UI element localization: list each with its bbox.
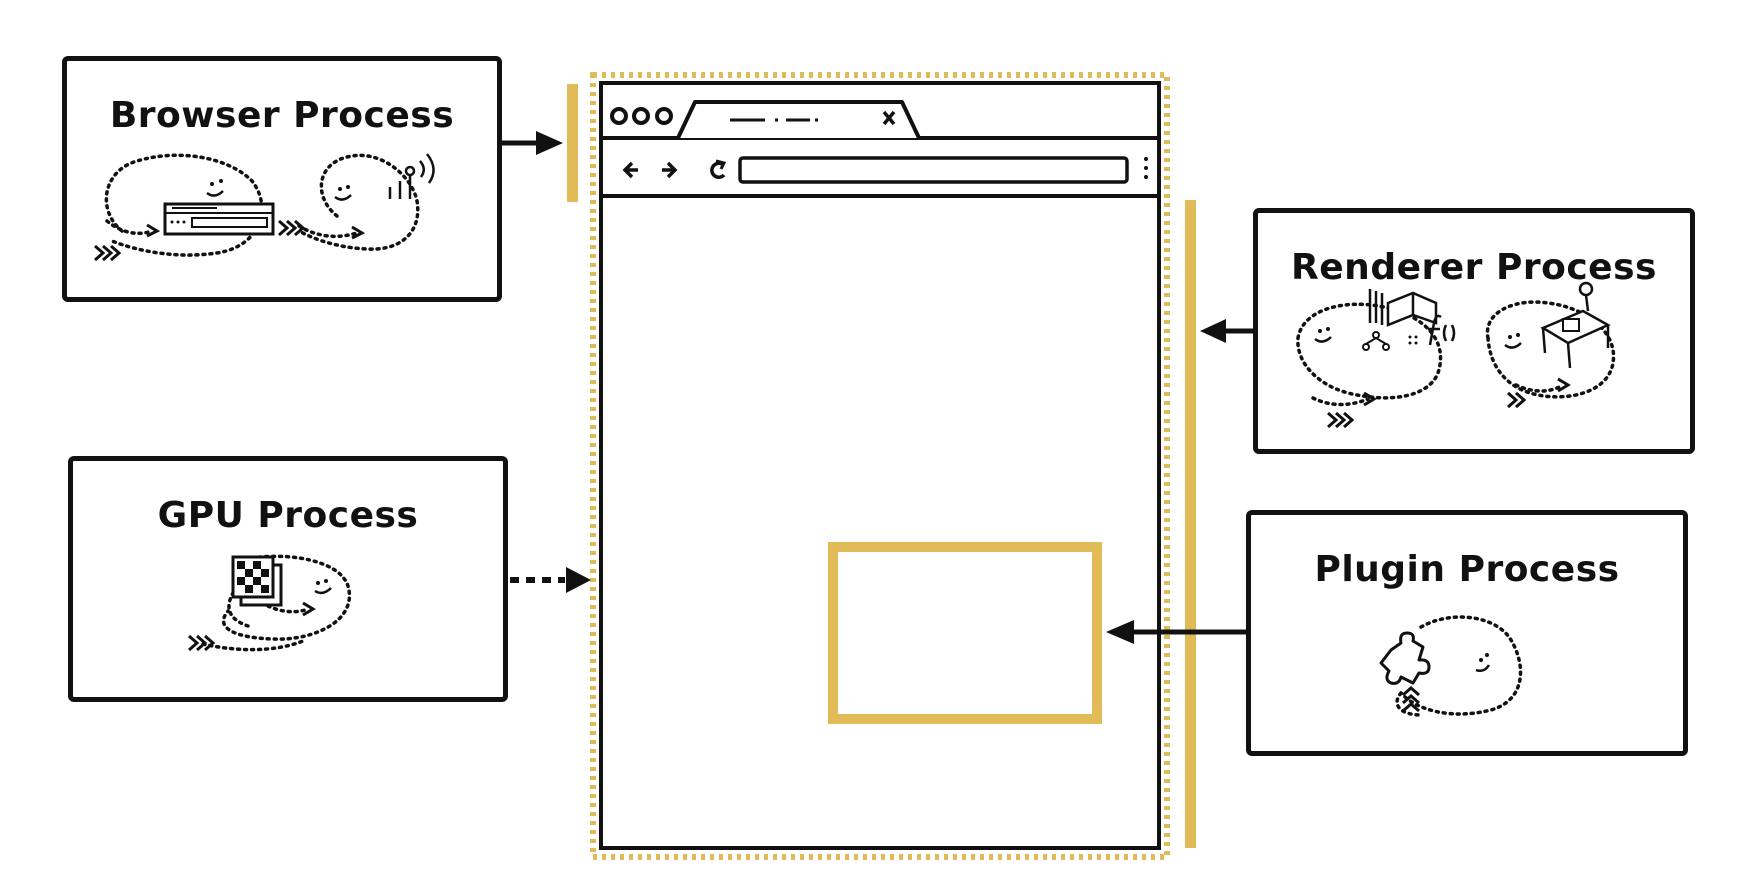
- renderer-process-box: Renderer Process: [1253, 208, 1695, 454]
- browser-window-icon: [163, 202, 275, 236]
- browser-window-dotted-outline: [590, 72, 1170, 860]
- chevrons-icon: [188, 634, 216, 652]
- book-icon: [1362, 289, 1438, 351]
- browser-process-box: Browser Process: [62, 56, 502, 302]
- renderer-process-title: Renderer Process: [1291, 247, 1657, 288]
- chevrons-icon: [94, 244, 122, 262]
- puzzle-piece-icon: [1379, 631, 1431, 685]
- plugin-process-box: Plugin Process: [1246, 510, 1688, 756]
- browser-process-sketch: [94, 153, 435, 262]
- address-bar: [738, 156, 1129, 184]
- chevrons-icon: [1507, 391, 1527, 409]
- function-icon: [1408, 314, 1456, 346]
- renderer-process-sketch: [1296, 281, 1616, 429]
- antenna-icon: [388, 153, 435, 199]
- content-area-bar: [1185, 200, 1196, 848]
- gpu-process-title: GPU Process: [157, 495, 419, 536]
- window-controls-icon: [610, 107, 673, 125]
- grid-chip-icon: [231, 555, 283, 607]
- back-arrow-icon: [622, 161, 638, 179]
- chevrons-icon: [1327, 411, 1355, 429]
- browser-ui-bar: [567, 84, 578, 202]
- gpu-process-box: GPU Process: [68, 456, 508, 702]
- browser-window: [599, 81, 1161, 850]
- menu-dots-icon: [1144, 157, 1148, 179]
- gpu-to-window-arrow: [510, 567, 591, 593]
- gpu-process-sketch: [188, 554, 352, 652]
- browser-tab: [676, 100, 921, 139]
- chevrons-icon: [1402, 686, 1420, 713]
- plugin-process-title: Plugin Process: [1314, 549, 1620, 590]
- reload-icon: [710, 159, 727, 179]
- browser-process-title: Browser Process: [109, 95, 455, 136]
- plugin-to-plugin-area-arrow: [1106, 620, 1246, 644]
- renderer-to-content-arrow: [1200, 319, 1253, 343]
- forward-arrow-icon: [662, 161, 678, 179]
- plugin-process-sketch: [1379, 615, 1523, 717]
- browser-to-ui-arrow: [502, 131, 563, 155]
- chevrons-icon: [278, 219, 306, 237]
- tab-close-icon: [882, 110, 896, 126]
- plugin-content-area: [828, 542, 1102, 724]
- desk-icon: [1540, 281, 1611, 369]
